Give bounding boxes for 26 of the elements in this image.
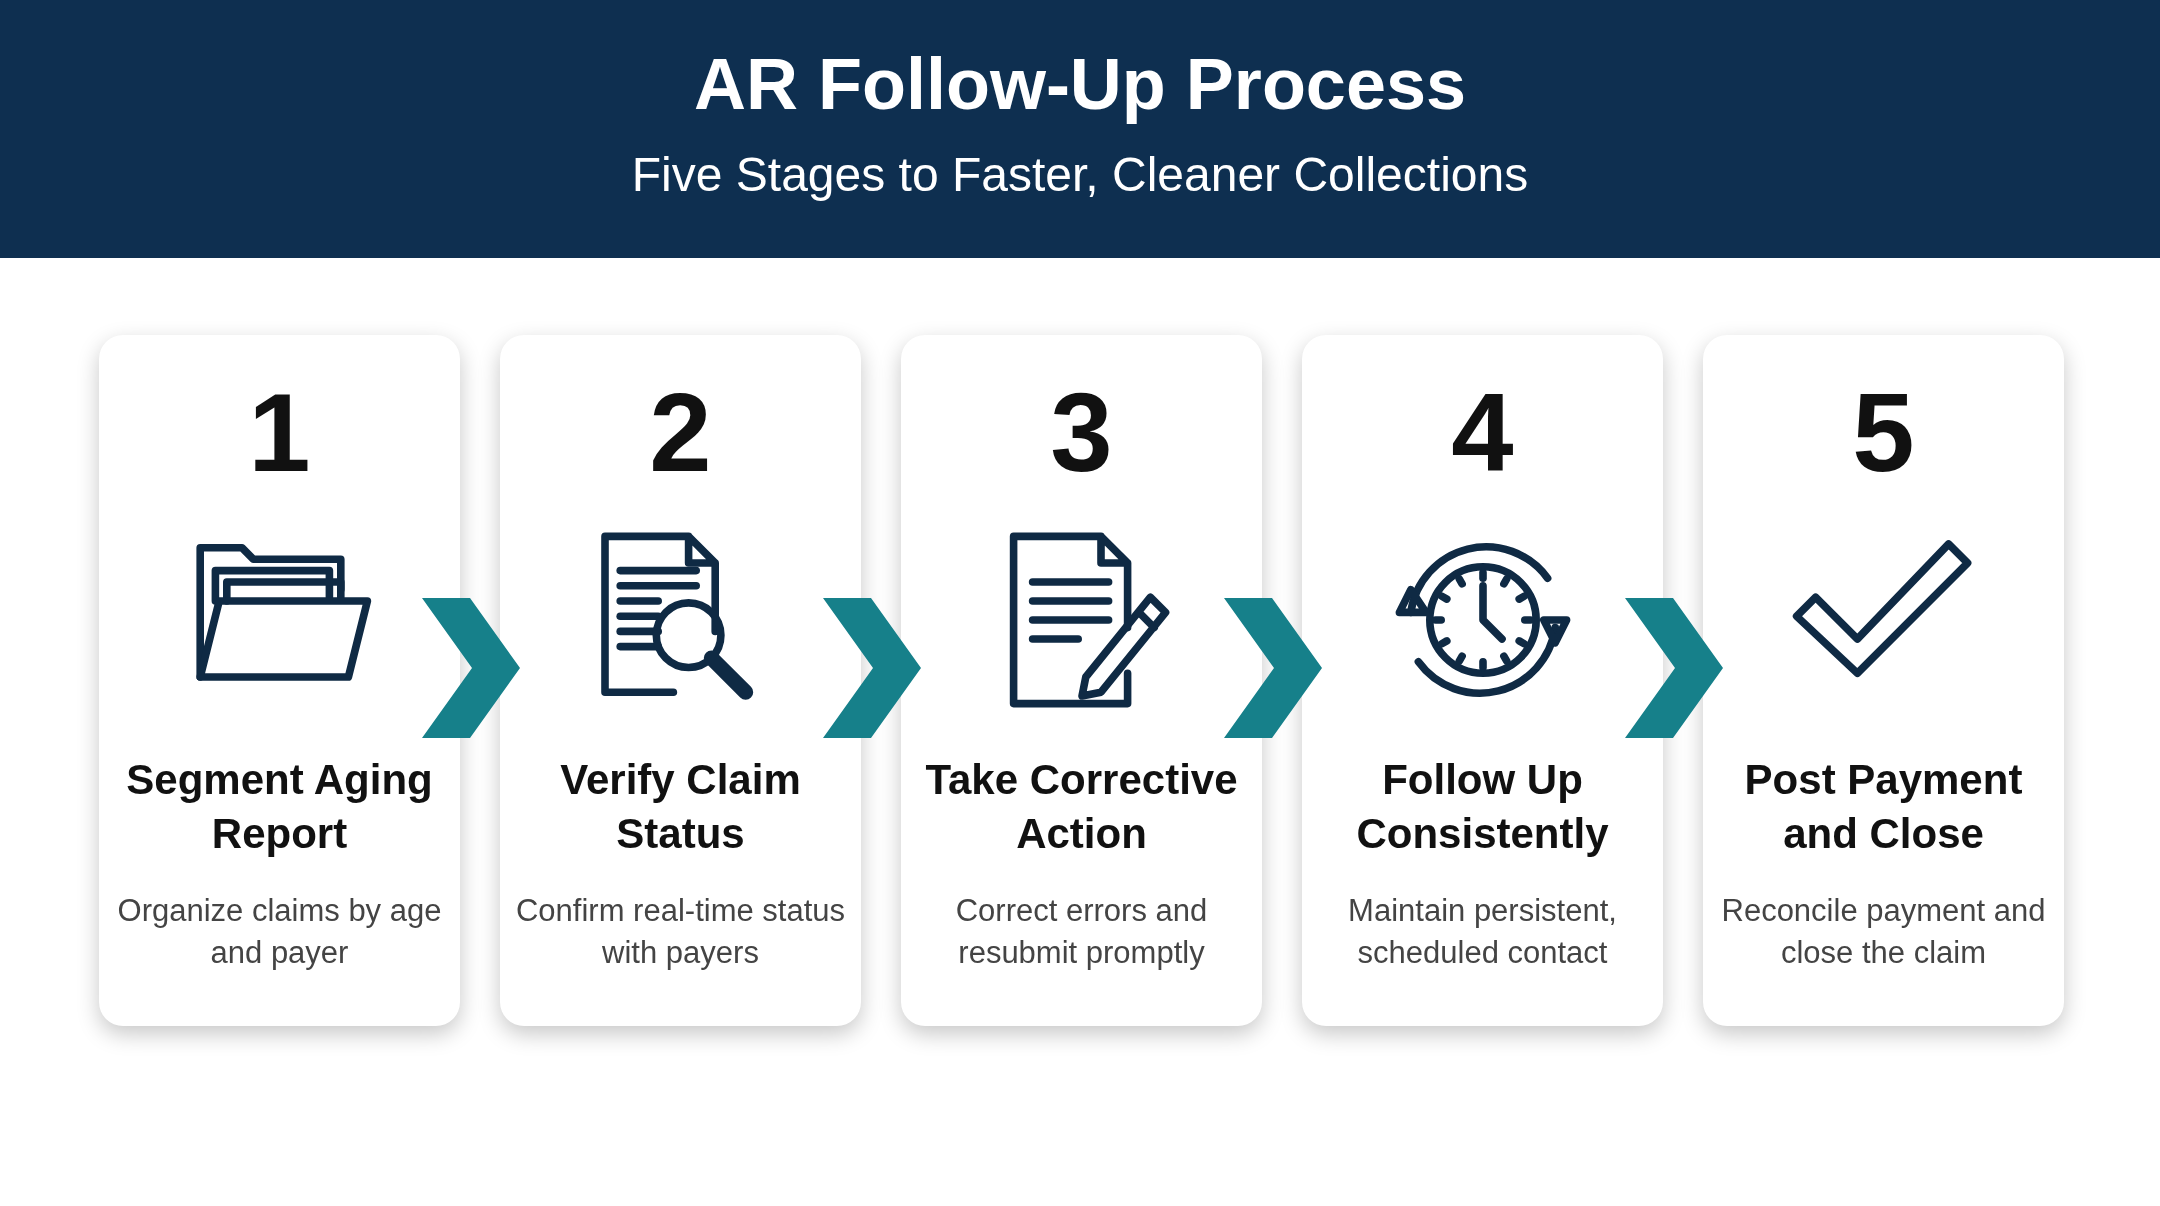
- step-card: [1703, 335, 2064, 1026]
- step-title: Post Payment and Close: [1743, 755, 2024, 859]
- title: AR Follow-Up Process: [692, 43, 1468, 126]
- step-title: Segment Aging Report: [125, 755, 434, 859]
- step-description: Organize claims by age and payer: [116, 892, 443, 972]
- step-description: Reconcile payment and close the claim: [1720, 892, 2047, 972]
- step-description: Maintain persistent, scheduled contact: [1347, 892, 1618, 972]
- step-title: Verify Claim Status: [559, 755, 802, 859]
- step-number: 1: [247, 373, 312, 493]
- step-description: Confirm real-time status with payers: [515, 892, 846, 972]
- chevron-arrow: [1625, 598, 1723, 738]
- step-number: 2: [648, 373, 713, 493]
- step-number: 4: [1450, 373, 1515, 493]
- step-title: Take Corrective Action: [924, 755, 1239, 859]
- step-card: [901, 335, 1262, 1026]
- chevron-arrow: [422, 598, 520, 738]
- step-number: 3: [1049, 373, 1114, 493]
- step-number: 5: [1851, 373, 1916, 493]
- step-description: Correct errors and resubmit promptly: [954, 892, 1209, 972]
- step-card: [99, 335, 460, 1026]
- step-card: [1302, 335, 1663, 1026]
- chevron-arrow: [1224, 598, 1322, 738]
- step-card: [500, 335, 861, 1026]
- subtitle: Five Stages to Faster, Cleaner Collections: [630, 147, 1530, 203]
- step-title: Follow Up Consistently: [1355, 755, 1610, 859]
- chevron-arrow: [823, 598, 921, 738]
